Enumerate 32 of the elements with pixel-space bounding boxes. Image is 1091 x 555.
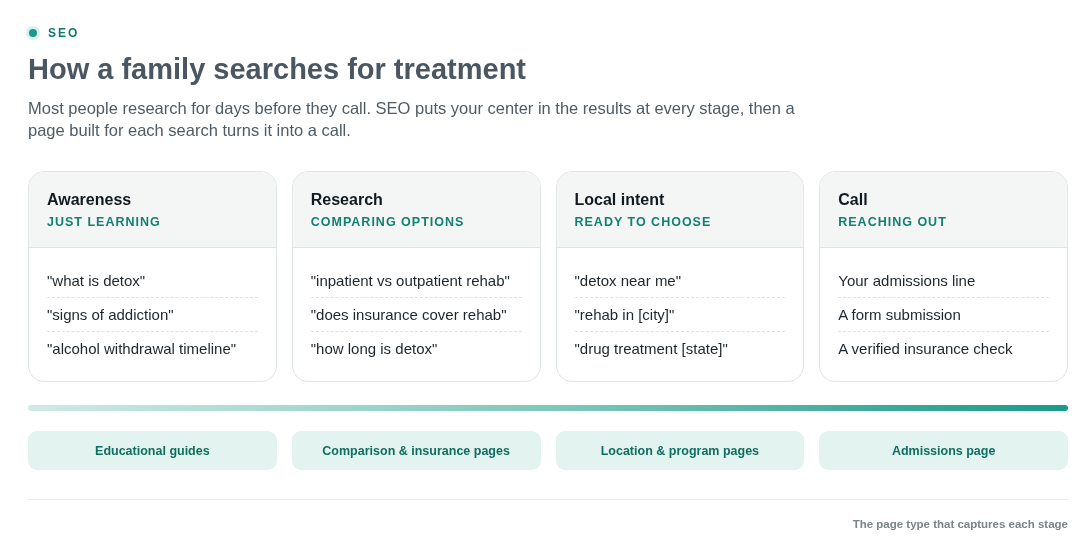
stage-subheading: JUST LEARNING [47, 214, 161, 230]
stage-heading: Call [838, 190, 868, 210]
stage-card [291, 171, 541, 382]
search-query: "what is detox" [47, 271, 146, 291]
contact-option: A verified insurance check [838, 339, 1013, 359]
stage-subheading: COMPARING OPTIONS [310, 214, 465, 230]
stage-card [555, 171, 805, 382]
search-query: "drug treatment [state]" [574, 339, 728, 359]
search-query: "signs of addiction" [47, 305, 174, 325]
stage-heading: Awareness [47, 190, 132, 210]
contact-option: A form submission [838, 305, 961, 325]
stage-subheading: READY TO CHOOSE [574, 214, 712, 230]
stage-heading: Local intent [574, 190, 665, 210]
search-query: "rehab in [city]" [574, 305, 675, 325]
search-query: "does insurance cover rehab" [310, 305, 507, 325]
search-query: "detox near me" [574, 271, 682, 291]
stage-card [819, 171, 1068, 382]
search-query: "alcohol withdrawal timeline" [47, 339, 237, 359]
search-query: "inpatient vs outpatient rehab" [310, 271, 510, 291]
eyebrow-label: SEO [48, 26, 80, 40]
stage-heading: Research [310, 190, 383, 210]
stage-subheading: REACHING OUT [838, 214, 947, 230]
contact-option: Your admissions line [838, 271, 976, 291]
footer-note: The page type that captures each stage [852, 517, 1068, 531]
page-type-tag: Admissions page [819, 431, 1068, 470]
page-type-tag: Location & program pages [555, 431, 805, 470]
page-type-tag: Educational guides [28, 431, 277, 470]
intro-paragraph: Most people research for days before they call. SEO puts your center in the results at every stage, then a page built for each search turns it into a call. [28, 98, 796, 141]
page-type-tag: Comparison & insurance pages [291, 431, 541, 470]
stage-card [28, 171, 277, 382]
page-title: How a family searches for treatment [28, 52, 526, 86]
search-query: "how long is detox" [310, 339, 438, 359]
